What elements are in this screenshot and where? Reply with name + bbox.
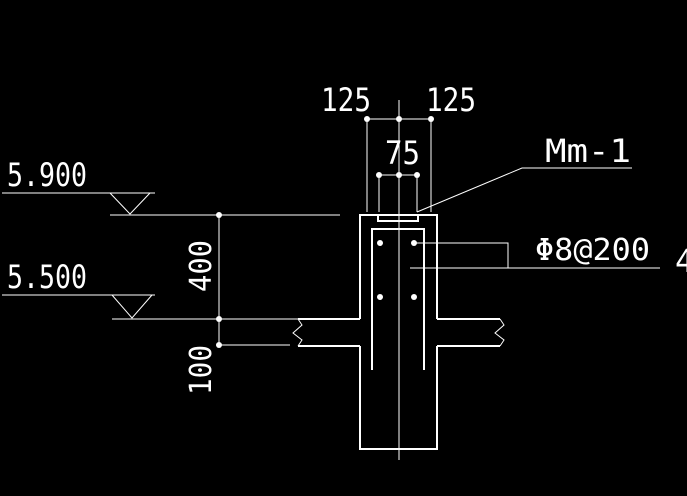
- elevation-lower-text: 5.500: [7, 258, 87, 296]
- stirrup-outline: [371, 228, 425, 370]
- mid-dim-tick-right: [414, 172, 420, 178]
- rebar-dot-bottom-left: [377, 294, 383, 300]
- rebar-dot-top-left: [377, 240, 383, 246]
- dimension-100-text: 100: [184, 345, 219, 395]
- break-line-right: [494, 318, 505, 347]
- break-line-left: [292, 318, 303, 347]
- rebar-dot-bottom-right: [411, 294, 417, 300]
- dimension-125-right-text: 125: [426, 81, 476, 119]
- embedded-plate-mm1: [377, 214, 419, 222]
- mm1-label-text: Mm-1: [545, 132, 631, 170]
- column-lower-outline: [359, 346, 438, 450]
- concrete-outline: [292, 214, 505, 450]
- dimension-75-text: 75: [385, 134, 420, 172]
- rebar-callout: Φ8@200: [410, 233, 660, 269]
- top-dim-tick-right: [428, 116, 434, 122]
- elevation-upper-text: 5.900: [7, 156, 87, 194]
- vertical-dimension: 400 100: [184, 212, 290, 395]
- dimension-tick-top: [216, 212, 222, 218]
- top-dim-tick-left: [364, 116, 370, 122]
- rebar-label-text: Φ8@200: [535, 233, 650, 268]
- elevation-marker-lower: 5.500: [2, 258, 298, 320]
- dimension-400-text: 400: [184, 240, 219, 292]
- elevation-marker-upper: 5.900: [2, 156, 340, 216]
- edge-fragment-text: 4: [675, 242, 687, 280]
- rebar-leader-line: [414, 242, 660, 269]
- elevation-triangle-lower: [111, 294, 153, 319]
- stirrup-rebar: [371, 228, 425, 370]
- mid-dim-tick-left: [376, 172, 382, 178]
- dimension-125-left-text: 125: [321, 81, 371, 119]
- elevation-triangle-upper: [109, 192, 151, 215]
- dimension-tick-mid: [216, 316, 222, 322]
- mm1-leader-line: [416, 167, 632, 213]
- dimension-tick-bottom: [216, 342, 222, 348]
- mm1-callout: Mm-1: [416, 132, 632, 213]
